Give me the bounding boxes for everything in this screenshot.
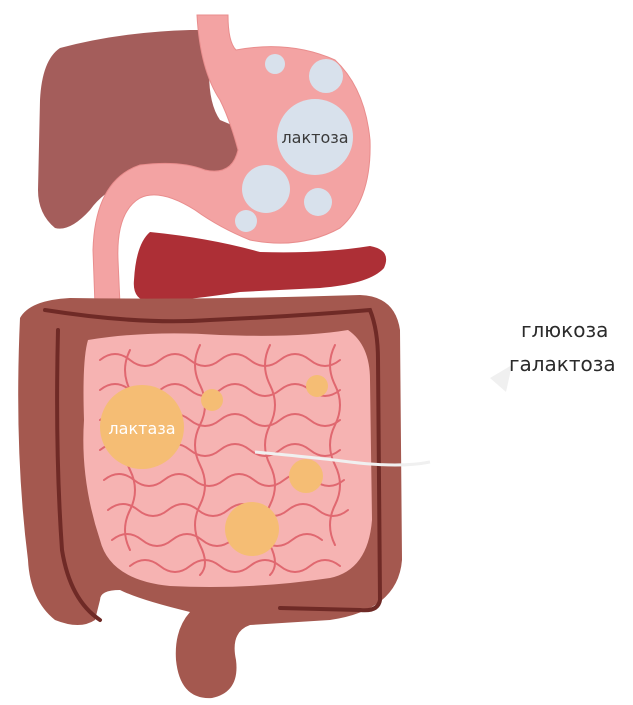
galactose-label: галактоза [509, 352, 616, 376]
enzyme-dot [225, 502, 279, 556]
pancreas [134, 232, 386, 302]
enzyme-dot [201, 389, 223, 411]
bubble [309, 59, 343, 93]
glucose-label: глюкоза [521, 318, 608, 342]
bubble [242, 165, 290, 213]
lactose-label: лактоза [281, 128, 348, 147]
bubble [265, 54, 285, 74]
lactase-label: лактаза [108, 419, 175, 438]
bubble [235, 210, 257, 232]
bubble [304, 188, 332, 216]
enzyme-dot [306, 375, 328, 397]
enzyme-dot [289, 459, 323, 493]
